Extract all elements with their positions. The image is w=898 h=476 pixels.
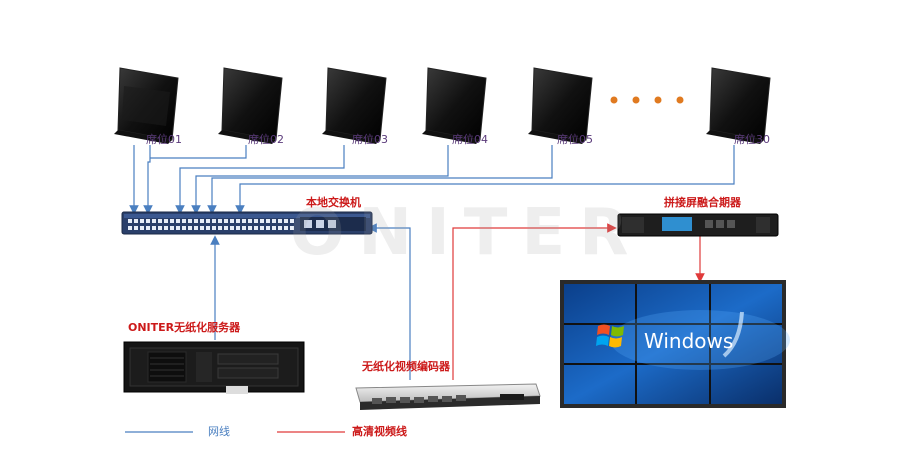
video-lines (452, 223, 705, 380)
seat-label-04: 席位04 (452, 133, 488, 146)
seat-label-02: 席位02 (248, 133, 284, 146)
network-lines (129, 145, 735, 380)
video-wall (560, 280, 790, 408)
splicer-label: 拼接屏融合期器 (664, 196, 741, 209)
seat-01-monitor (114, 67, 179, 144)
paperless-server (123, 341, 305, 394)
ellipsis-dots (610, 96, 684, 104)
seat-03-monitor (322, 67, 387, 144)
seat-label-05: 席位05 (557, 133, 593, 146)
seat-04-monitor (422, 67, 487, 144)
seat-05-monitor (528, 67, 593, 144)
legend-video-label: 高清视频线 (352, 425, 407, 438)
video-wall-text: Windows (644, 329, 734, 353)
windows-logo-icon (596, 324, 624, 348)
encoder-label: 无纸化视频编码器 (362, 360, 450, 373)
server-label: ONITER无纸化服务器 (128, 321, 241, 334)
seat-label-01: 席位01 (146, 133, 182, 146)
seat-30-monitor (706, 67, 771, 144)
seat-label-03: 席位03 (352, 133, 388, 146)
network-switch (121, 211, 373, 235)
splicer-device (617, 213, 779, 237)
seat-02-monitor (218, 67, 283, 144)
switch-label: 本地交换机 (306, 196, 361, 209)
legend-network-label: 网线 (208, 425, 230, 438)
watermark: ONITER (290, 196, 643, 270)
seat-label-30: 席位30 (734, 133, 770, 146)
video-encoder (355, 383, 541, 410)
